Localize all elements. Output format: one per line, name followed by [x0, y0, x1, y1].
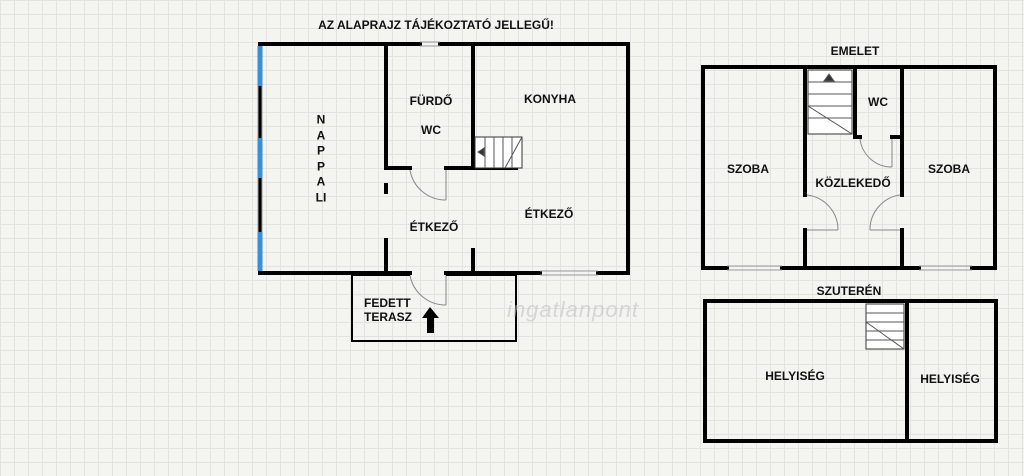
terrace-walls: [351, 274, 517, 342]
dining-right-label: ÉTKEZŐ: [524, 207, 574, 221]
upper-wc-label: WC: [868, 95, 888, 109]
ground-stairs-icon: [474, 136, 523, 169]
watermark-text: ingatlanpont: [507, 297, 639, 322]
basement-title: SZUTERÉN: [816, 284, 882, 298]
bathroom-door: [409, 169, 447, 201]
terrace-label: FEDETT TERASZ: [364, 296, 412, 324]
main-note-title: AZ ALAPRAJZ TÁJÉKOZTATÓ JELLEGŰ!: [318, 18, 554, 32]
window-marks: [257, 41, 598, 276]
upper-room-right-label: SZOBA: [928, 162, 970, 176]
bathroom-wc-label: WC: [421, 123, 441, 137]
kitchen-label: KONYHA: [523, 92, 577, 106]
upper-floor-walls: [701, 65, 997, 270]
entrance-arrow-icon: [422, 307, 439, 333]
upper-window-marks: [727, 265, 972, 271]
upper-doors: [806, 138, 901, 231]
bathroom-label: FÜRDŐ: [409, 94, 453, 108]
basement-room-right-label: HELYISÉG: [920, 372, 980, 386]
dining-left-label: ÉTKEZŐ: [409, 220, 459, 234]
basement-walls: [703, 299, 998, 443]
upper-corridor-label: KÖZLEKEDŐ: [815, 176, 891, 190]
living-room-label: NAPPALI: [315, 112, 327, 205]
basement-room-left-label: HELYISÉG: [765, 369, 825, 383]
basement-stairs-icon: [865, 303, 905, 350]
entrance-door: [409, 274, 447, 306]
upper-floor-title: EMELET: [830, 44, 880, 58]
upper-stairs-icon: [807, 69, 853, 135]
upper-room-left-label: SZOBA: [727, 162, 769, 176]
